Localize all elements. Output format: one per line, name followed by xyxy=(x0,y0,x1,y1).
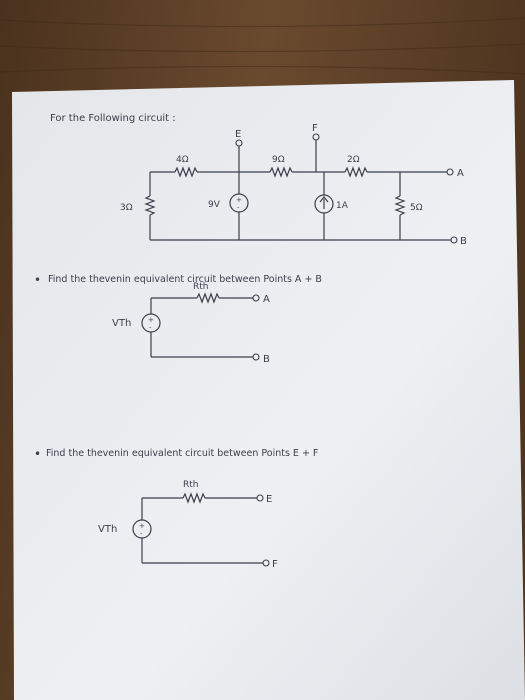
vsource-plus-glyph: + xyxy=(236,196,242,204)
current-arrow-head xyxy=(319,196,329,203)
eq2-label-e: E xyxy=(266,494,272,505)
bullet-2: • xyxy=(34,447,41,461)
main-circuit xyxy=(144,140,451,241)
label-voltage-source: 9V xyxy=(208,200,221,210)
terminal-f xyxy=(312,133,320,141)
wood-grain xyxy=(0,17,525,75)
resistor-top1-zigzag xyxy=(174,166,198,178)
equivalent-circuit-ef xyxy=(132,492,263,564)
eq2-label-rth: Rth xyxy=(183,480,199,490)
label-resistor-top2: 9Ω xyxy=(272,155,285,165)
question-2-text: Find the thevenin equivalent circuit bet… xyxy=(46,448,318,459)
eq1-vth-plus-glyph: + xyxy=(148,316,154,324)
eq2-rth-zigzag xyxy=(182,492,206,504)
vsource-minus-glyph: - xyxy=(237,204,240,212)
eq1-terminal-a xyxy=(252,294,260,302)
terminal-a xyxy=(446,168,454,176)
eq2-label-f: F xyxy=(272,559,278,570)
resistor-left-zigzag xyxy=(144,195,156,216)
eq1-label-rth: Rth xyxy=(193,282,209,292)
label-node-a: A xyxy=(457,168,464,179)
label-resistor-top1: 4Ω xyxy=(176,155,189,165)
label-current-source: 1A xyxy=(336,201,349,211)
resistor-right-zigzag xyxy=(394,195,406,216)
label-resistor-top3: 2Ω xyxy=(347,155,360,165)
terminal-b xyxy=(450,236,458,244)
label-resistor-left: 3Ω xyxy=(120,203,133,213)
eq1-label-vth: VTh xyxy=(112,318,131,329)
label-node-e: E xyxy=(235,129,241,140)
paper-sheet xyxy=(12,80,525,700)
eq1-label-b: B xyxy=(263,354,270,365)
eq1-vth-minus-glyph: - xyxy=(149,324,152,332)
equivalent-circuit-ab xyxy=(141,292,253,358)
resistor-top3-zigzag xyxy=(344,166,368,178)
resistor-top2-zigzag xyxy=(269,166,293,178)
eq2-vth-plus-glyph: + xyxy=(139,522,145,530)
eq1-rth-zigzag xyxy=(196,292,220,304)
eq2-label-vth: VTh xyxy=(98,524,117,535)
eq2-terminal-f xyxy=(262,559,270,567)
bullet-1: • xyxy=(34,273,41,287)
label-node-b: B xyxy=(460,236,467,247)
eq1-terminal-b xyxy=(252,353,260,361)
question-1-text: Find the thevenin equivalent circuit bet… xyxy=(48,274,322,285)
terminal-e xyxy=(235,139,243,147)
eq2-vth-minus-glyph: - xyxy=(140,530,143,538)
eq2-terminal-e xyxy=(256,494,264,502)
label-resistor-right: 5Ω xyxy=(410,203,423,213)
intro-text: For the Following circuit : xyxy=(50,113,176,124)
label-node-f: F xyxy=(312,123,318,134)
eq1-label-a: A xyxy=(263,294,270,305)
